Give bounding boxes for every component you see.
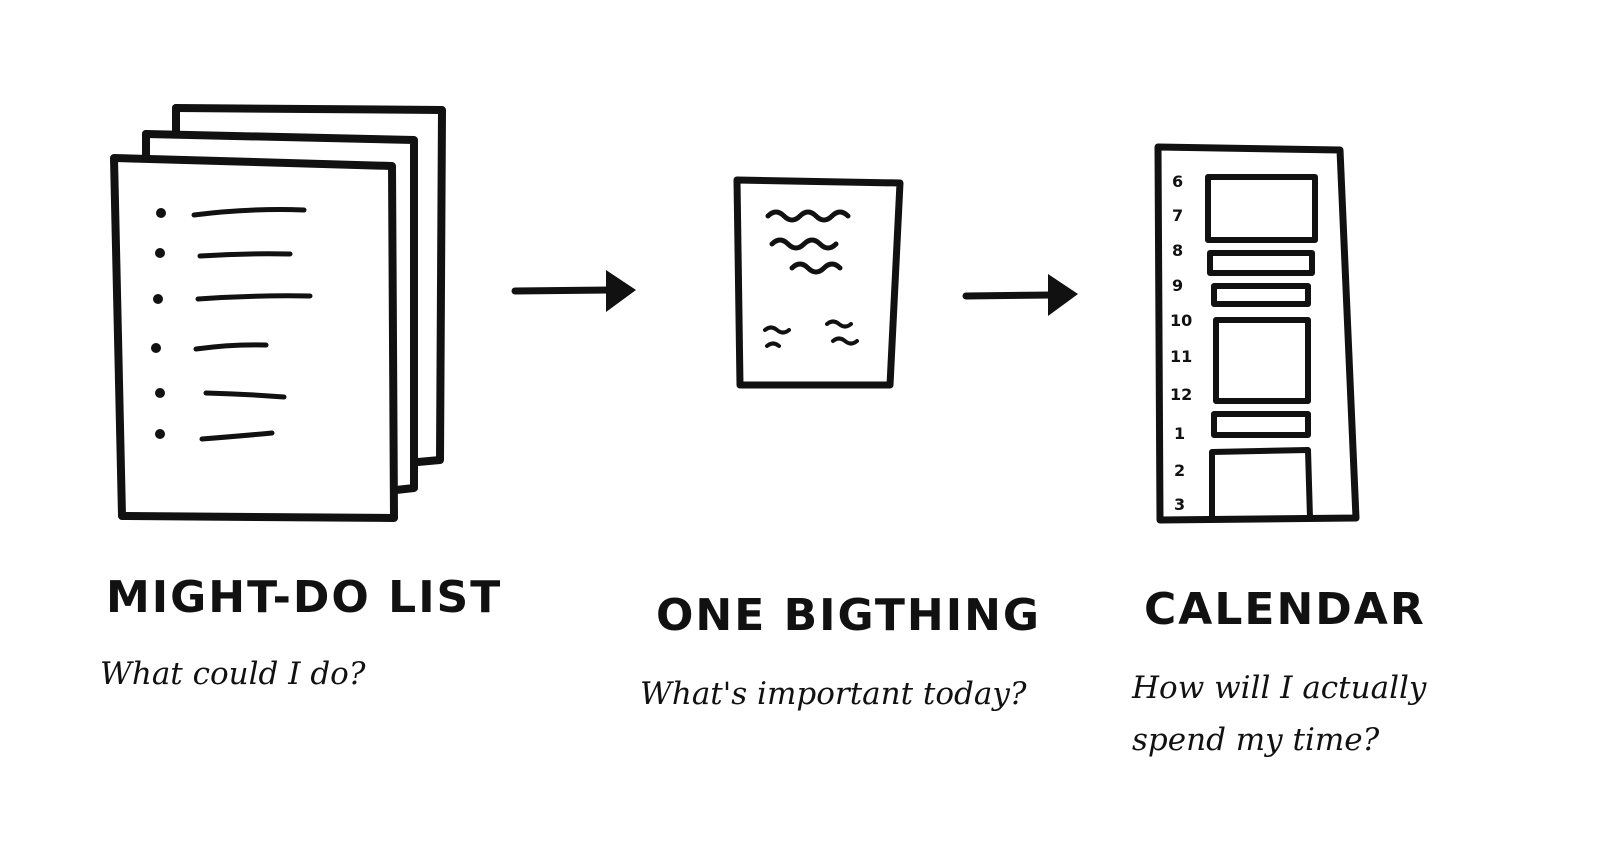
stage-question-one-big-thing: What's important today? (640, 676, 1027, 712)
hour-label: 6 (1172, 172, 1183, 191)
hour-label: 3 (1174, 495, 1185, 514)
hour-label: 8 (1172, 241, 1183, 260)
single-note-icon (733, 176, 904, 389)
hour-label: 1 (1174, 424, 1185, 443)
hour-label: 2 (1174, 461, 1185, 480)
calendar-blocks (1205, 174, 1318, 521)
hour-label: 12 (1170, 385, 1192, 404)
list-lines (191, 207, 313, 442)
hour-label: 9 (1172, 276, 1183, 295)
stage-title-might-do-list: MIGHT-DO LIST (106, 572, 503, 623)
stage-question-calendar: How will I actually spend my time? (1132, 670, 1427, 758)
calendar-schedule-icon: 6 7 8 9 10 11 12 1 2 3 (1154, 143, 1360, 524)
stage-question-might-do-list: What could I do? (100, 656, 366, 692)
right-arrow-icon (511, 270, 636, 312)
hour-label: 10 (1170, 311, 1192, 330)
list-bullets (151, 208, 166, 439)
right-arrow-icon (962, 274, 1078, 316)
stacked-pages-icon (110, 104, 446, 522)
stage-title-one-big-thing: ONE BIGTHING (656, 590, 1042, 641)
hour-label: 7 (1172, 206, 1183, 225)
hour-label: 11 (1170, 347, 1192, 366)
calendar-hour-labels: 6 7 8 9 10 11 12 1 2 3 (1170, 172, 1192, 514)
stage-title-calendar: CALENDAR (1144, 584, 1426, 635)
